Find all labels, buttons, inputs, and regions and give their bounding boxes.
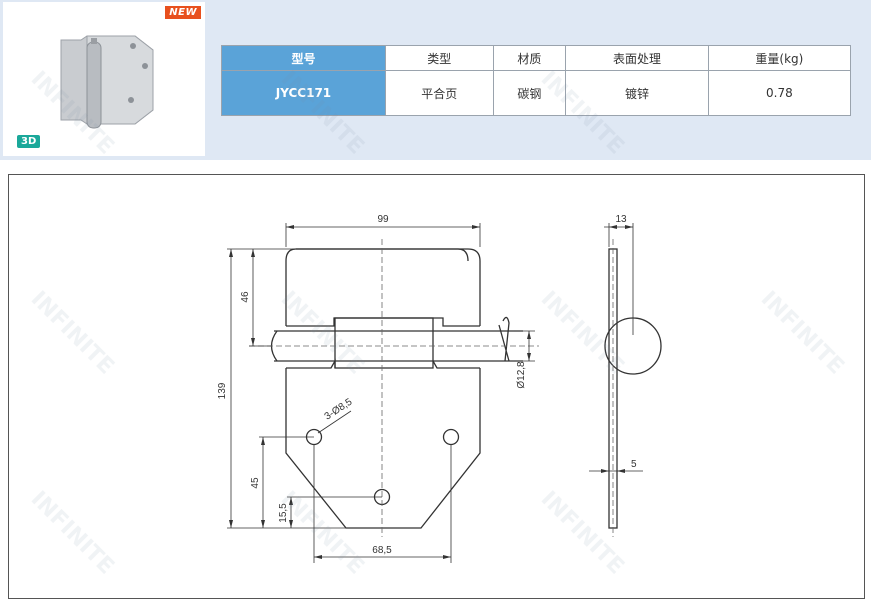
dim-lower-label: 45: [250, 477, 261, 489]
drawing-canvas: 99 139 46 Ø12,8 3-Ø8,5 45 15,5 68,5 13 5: [217, 214, 662, 563]
spec-header-row: 型号 类型 材质 表面处理 重量(kg): [221, 45, 852, 71]
dim-width-label: 99: [377, 214, 389, 225]
header-surface: 表面处理: [565, 45, 709, 71]
dim-side-width-label: 13: [615, 214, 627, 225]
dim-thickness-label: 5: [631, 459, 637, 470]
dim-bottom-hole-label: 15,5: [278, 503, 289, 523]
value-weight: 0.78: [707, 70, 852, 116]
header-weight: 重量(kg): [707, 45, 852, 71]
badge-3d: 3D: [17, 135, 41, 148]
technical-drawing: 99 139 46 Ø12,8 3-Ø8,5 45 15,5 68,5 13 5: [8, 174, 865, 599]
spec-table: 型号 类型 材质 表面处理 重量(kg) JYCC171 平合页 碳钢 镀锌 0…: [221, 45, 852, 116]
value-model: JYCC171: [221, 70, 386, 116]
value-material: 碳钢: [492, 70, 567, 116]
hinge-front-outline: [270, 248, 523, 529]
header-type: 类型: [384, 45, 494, 71]
value-type: 平合页: [384, 70, 494, 116]
dimension-lines: [227, 223, 643, 563]
dimension-arrows: [229, 225, 633, 559]
header-band: NEW 3D 型号 类型 材质 表面处理 重量(kg) JYCC171 平合页 …: [0, 0, 871, 160]
value-surface: 镀锌: [565, 70, 709, 116]
dim-hole-spacing-label: 68,5: [372, 545, 392, 556]
hinge-3d-image: [60, 35, 154, 129]
header-material: 材质: [492, 45, 567, 71]
centerlines: [249, 239, 539, 537]
new-badge: NEW: [165, 6, 201, 19]
spec-value-row: JYCC171 平合页 碳钢 镀锌 0.78: [221, 70, 852, 116]
dim-height-label: 139: [217, 382, 228, 399]
dim-holes-label: 3-Ø8,5: [323, 396, 355, 422]
header-model: 型号: [221, 45, 386, 71]
dim-upper-label: 46: [240, 291, 251, 303]
product-thumbnail[interactable]: NEW 3D: [3, 2, 205, 156]
dim-pin-label: Ø12,8: [516, 361, 527, 389]
